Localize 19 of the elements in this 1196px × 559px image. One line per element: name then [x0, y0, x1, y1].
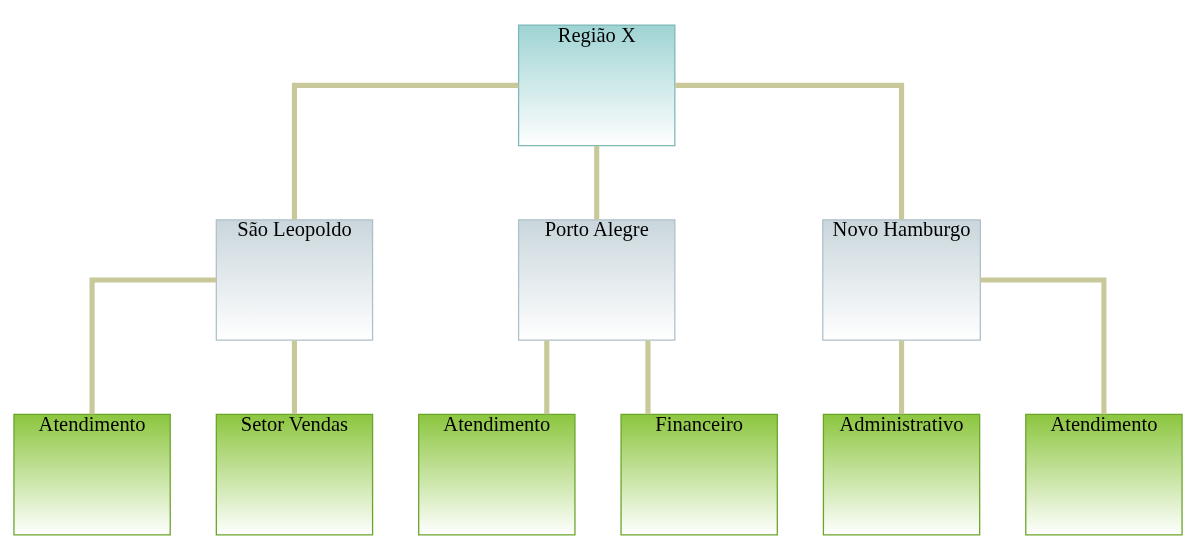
node-box: Atendimento — [418, 413, 576, 535]
connector — [899, 340, 905, 414]
node-box: Setor Vendas — [215, 413, 374, 535]
node-box: Atendimento — [13, 413, 171, 535]
node-box: Porto Alegre — [517, 218, 676, 341]
connector — [544, 340, 550, 414]
connector — [291, 82, 519, 219]
connector — [675, 82, 905, 219]
node-box: São Leopoldo — [215, 218, 374, 341]
connector — [980, 276, 1107, 414]
connector — [645, 340, 651, 414]
connector — [594, 145, 600, 219]
connector — [291, 340, 297, 414]
node-box: Região X — [517, 24, 676, 146]
node-box: Administrativo — [822, 413, 981, 535]
node-box: Novo Hamburgo — [822, 218, 981, 341]
node-box: Atendimento — [1025, 413, 1183, 535]
connector — [89, 276, 217, 414]
node-box: Financeiro — [620, 413, 778, 535]
